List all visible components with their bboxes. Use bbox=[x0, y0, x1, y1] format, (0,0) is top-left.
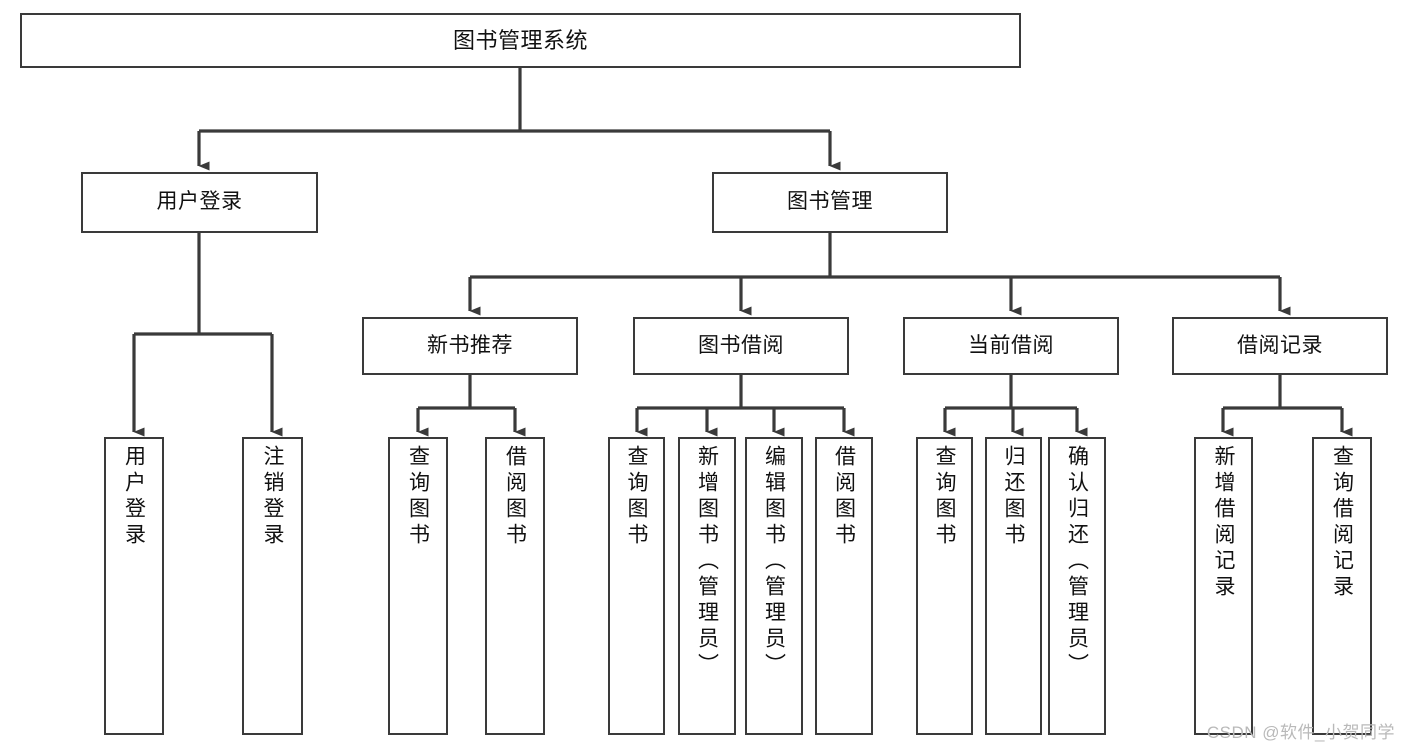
node-leaf-leaf-add-record[interactable]: 新增借阅记录 bbox=[1194, 437, 1253, 735]
node-leaf-leaf-query-book-1[interactable]: 查询图书 bbox=[388, 437, 448, 735]
node-leaf-leaf-query-record[interactable]: 查询借阅记录 bbox=[1312, 437, 1372, 735]
node-module-label: 图书管理 bbox=[787, 190, 873, 214]
node-submodule-label: 当前借阅 bbox=[968, 333, 1054, 357]
node-leaf-leaf-query-book-2[interactable]: 查询图书 bbox=[608, 437, 665, 735]
node-module-user-login[interactable]: 用户登录 bbox=[81, 172, 318, 233]
node-leaf-label: 查询图书 bbox=[933, 445, 956, 549]
node-leaf-label: 查询图书 bbox=[406, 445, 430, 549]
node-leaf-leaf-confirm-return[interactable]: 确认归还（管理员） bbox=[1048, 437, 1106, 735]
node-submodule-new-book-recommend[interactable]: 新书推荐 bbox=[362, 317, 578, 375]
node-leaf-leaf-logout[interactable]: 注销登录 bbox=[242, 437, 303, 735]
node-leaf-label: 借阅图书 bbox=[832, 445, 856, 549]
node-submodule-borrow-record[interactable]: 借阅记录 bbox=[1172, 317, 1388, 375]
node-leaf-leaf-user-login[interactable]: 用户登录 bbox=[104, 437, 164, 735]
node-submodule-label: 借阅记录 bbox=[1237, 333, 1323, 357]
node-submodule-current-borrow[interactable]: 当前借阅 bbox=[903, 317, 1119, 375]
node-leaf-label: 新增借阅记录 bbox=[1212, 445, 1235, 601]
node-module-book-manage[interactable]: 图书管理 bbox=[712, 172, 948, 233]
node-module-label: 用户登录 bbox=[156, 190, 243, 214]
node-leaf-label: 确认归还（管理员） bbox=[1065, 445, 1089, 679]
node-root-system[interactable]: 图书管理系统 bbox=[20, 13, 1021, 68]
node-leaf-label: 归还图书 bbox=[1002, 445, 1025, 549]
node-submodule-book-borrow[interactable]: 图书借阅 bbox=[633, 317, 849, 375]
node-leaf-leaf-add-book[interactable]: 新增图书（管理员） bbox=[678, 437, 736, 735]
node-leaf-label: 新增图书（管理员） bbox=[695, 445, 719, 679]
node-leaf-label: 编辑图书（管理员） bbox=[762, 445, 786, 679]
node-leaf-leaf-query-book-3[interactable]: 查询图书 bbox=[916, 437, 973, 735]
node-root-label: 图书管理系统 bbox=[452, 27, 588, 53]
node-leaf-label: 借阅图书 bbox=[503, 445, 527, 549]
node-leaf-leaf-borrow-book-2[interactable]: 借阅图书 bbox=[815, 437, 873, 735]
node-leaf-label: 查询借阅记录 bbox=[1330, 445, 1354, 601]
node-leaf-label: 查询图书 bbox=[625, 445, 648, 549]
node-submodule-label: 新书推荐 bbox=[427, 333, 513, 357]
node-leaf-leaf-borrow-book-1[interactable]: 借阅图书 bbox=[485, 437, 545, 735]
node-leaf-label: 注销登录 bbox=[261, 445, 284, 549]
node-leaf-leaf-return-book[interactable]: 归还图书 bbox=[985, 437, 1042, 735]
node-leaf-label: 用户登录 bbox=[122, 445, 146, 549]
node-submodule-label: 图书借阅 bbox=[698, 333, 784, 357]
node-leaf-leaf-edit-book[interactable]: 编辑图书（管理员） bbox=[745, 437, 803, 735]
csdn-watermark: CSDN @软件_小贺同学 bbox=[1206, 723, 1395, 742]
